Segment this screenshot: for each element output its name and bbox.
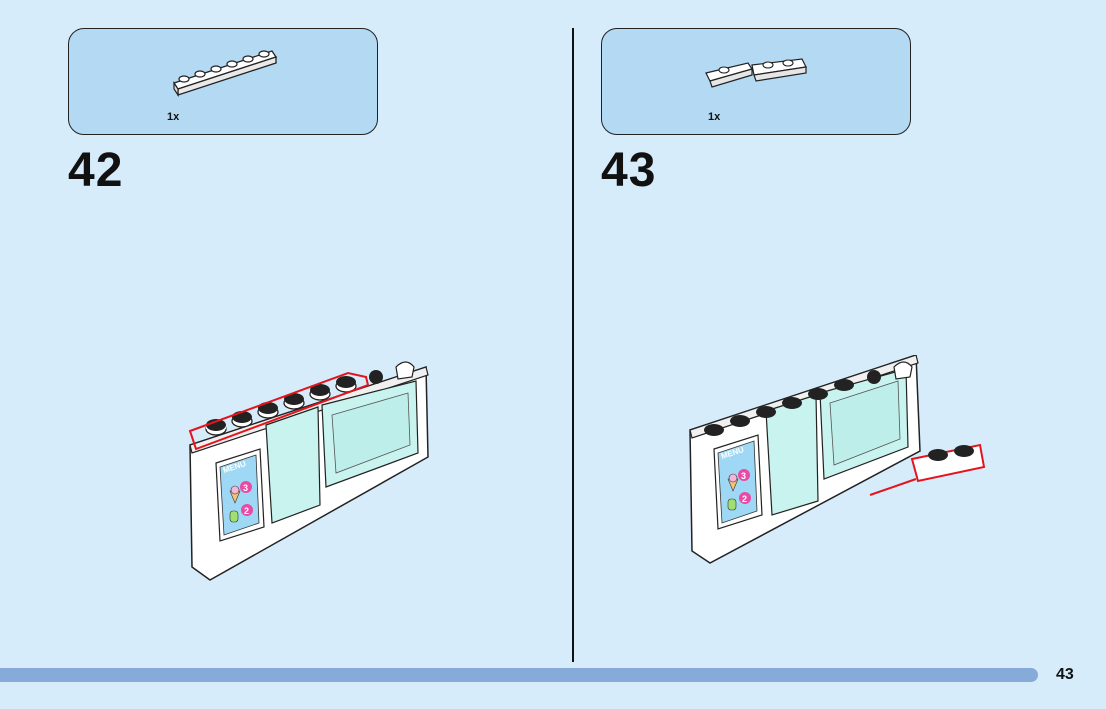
footer-bar: [0, 668, 1038, 682]
wall-assembly-42: MENU 3 2: [188, 361, 429, 581]
price-1: 3: [741, 471, 746, 481]
hinge-plate-icon: [705, 58, 807, 88]
plate-1x6-icon: [172, 50, 278, 97]
price-badge-1: [240, 481, 252, 493]
popsicle-icon: [727, 498, 737, 511]
parts-callout-42: 1x: [68, 28, 378, 135]
popsicle-icon: [229, 510, 239, 523]
price-2: 2: [742, 494, 747, 504]
step-number: 43: [601, 144, 657, 197]
step-number: 42: [68, 144, 124, 197]
price-badge-2: [739, 492, 751, 504]
price-2: 2: [244, 506, 249, 516]
column-divider: [572, 28, 574, 662]
part-quantity: 1x: [167, 111, 180, 123]
price-badge-2: [241, 504, 253, 516]
page-number: 43: [1056, 666, 1074, 683]
wall-assembly-43: MENU 3 2: [689, 355, 986, 564]
price-1: 3: [243, 483, 248, 493]
price-badge-1: [738, 469, 750, 481]
new-part-highlight: [188, 371, 370, 451]
parts-callout-43: 1x: [601, 28, 911, 135]
part-quantity: 1x: [708, 111, 721, 123]
